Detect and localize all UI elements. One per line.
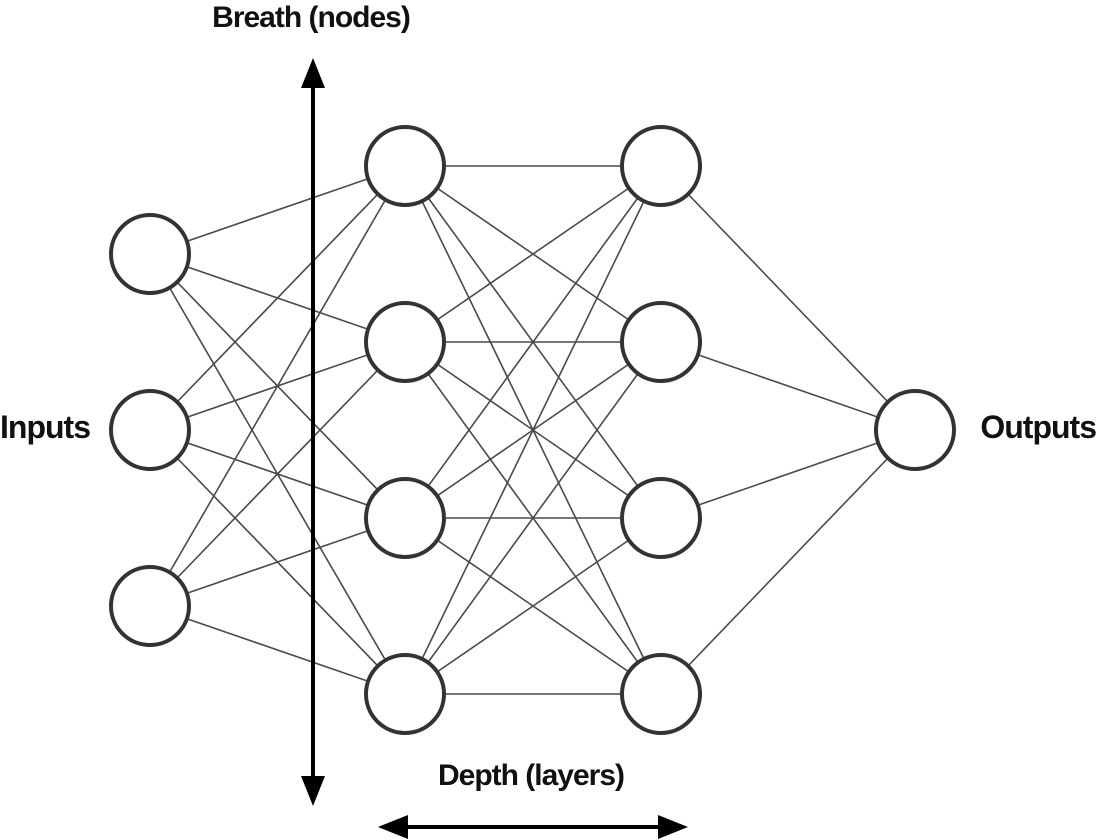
depth-arrow xyxy=(378,815,688,839)
edge-hidden-1-2-to-hidden-2-0 xyxy=(404,165,662,519)
input-node-2 xyxy=(109,389,191,471)
edge-hidden-2-2-to-output-0 xyxy=(660,429,916,519)
edge-input-2-to-hidden-1-2 xyxy=(149,517,406,607)
hidden-1-node-1 xyxy=(364,125,446,207)
hidden-2-node-1 xyxy=(620,125,702,207)
inputs-label: Inputs xyxy=(0,409,90,445)
edge-hidden-2-0-to-output-0 xyxy=(660,165,916,431)
input-node-1 xyxy=(109,213,191,295)
edge-hidden-1-3-to-hidden-2-0 xyxy=(404,165,662,695)
connections xyxy=(149,165,916,695)
nodes xyxy=(109,125,956,735)
hidden-2-node-4 xyxy=(620,653,702,735)
input-node-3 xyxy=(109,565,191,647)
depth-arrow-head-right xyxy=(658,815,688,839)
breadth-arrow-head-top xyxy=(301,58,325,88)
edge-hidden-2-3-to-output-0 xyxy=(660,429,916,695)
edge-input-2-to-hidden-1-0 xyxy=(149,165,406,607)
output-node-1 xyxy=(874,389,956,471)
edge-input-0-to-hidden-1-0 xyxy=(149,165,406,255)
breadth-arrow xyxy=(301,58,325,806)
edge-hidden-2-1-to-output-0 xyxy=(660,341,916,431)
edge-hidden-1-3-to-hidden-2-1 xyxy=(404,341,662,695)
edge-input-2-to-hidden-1-1 xyxy=(149,341,406,607)
depth-label: Depth (layers) xyxy=(438,759,624,792)
hidden-1-node-3 xyxy=(364,477,446,559)
hidden-2-node-2 xyxy=(620,301,702,383)
edge-input-2-to-hidden-1-3 xyxy=(149,605,406,695)
depth-arrow-head-left xyxy=(378,815,408,839)
edge-input-1-to-hidden-1-0 xyxy=(149,165,406,431)
outputs-label: Outputs xyxy=(980,409,1096,445)
hidden-2-node-3 xyxy=(620,477,702,559)
breadth-label: Breath (nodes) xyxy=(212,1,410,34)
edge-hidden-1-3-to-hidden-2-2 xyxy=(404,517,662,695)
breadth-arrow-head-bottom xyxy=(301,776,325,806)
edge-hidden-1-1-to-hidden-2-0 xyxy=(404,165,662,343)
hidden-1-node-4 xyxy=(364,653,446,735)
hidden-1-node-2 xyxy=(364,301,446,383)
